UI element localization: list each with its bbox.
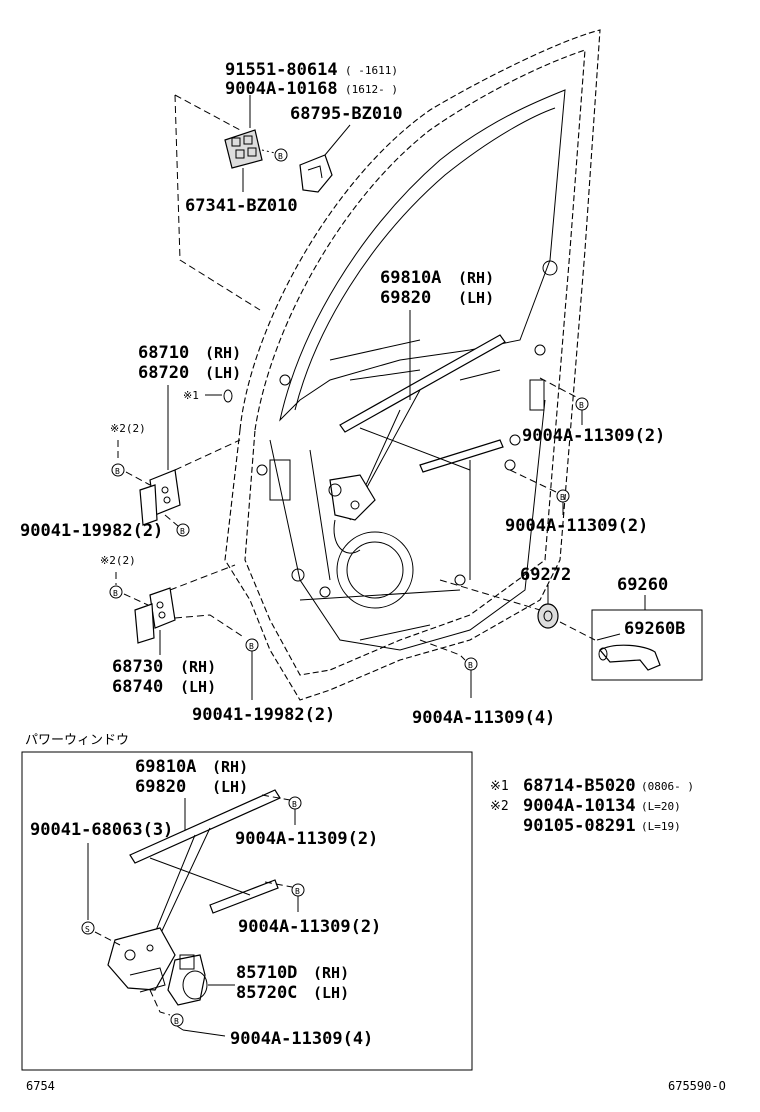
- upper-hinge[interactable]: [139, 469, 181, 526]
- part-number-68730[interactable]: 68730: [112, 657, 163, 677]
- notes-block: ※1 68714-B5020 (0806- ) ※2 9004A-10134 (…: [490, 776, 694, 836]
- part-number-9004A-11309[interactable]: 9004A-11309(2): [238, 917, 381, 937]
- part-number-90041-19982[interactable]: 90041-19982(2): [192, 705, 335, 725]
- side-lh: (LH): [212, 778, 248, 796]
- part-number-85720C[interactable]: 85720C: [236, 983, 297, 1003]
- note-top1: ( -1611): [345, 64, 398, 77]
- part-number-90105-08291[interactable]: 90105-08291: [523, 816, 636, 836]
- part-number-9004A-10168[interactable]: 9004A-10168: [225, 79, 338, 99]
- part-number-67341-BZ010[interactable]: 67341-BZ010: [185, 196, 298, 216]
- b-mark: B: [174, 1017, 179, 1026]
- part-number-91551-80614[interactable]: 91551-80614: [225, 60, 338, 80]
- side-rh: (RH): [180, 658, 216, 676]
- door-panel-outline: [224, 29, 601, 701]
- part-number-69820[interactable]: 69820: [380, 288, 431, 308]
- part-number-68714-B5020[interactable]: 68714-B5020: [523, 776, 636, 796]
- part-number-9004A-11309[interactable]: 9004A-11309(2): [235, 829, 378, 849]
- part-number-68720[interactable]: 68720: [138, 363, 189, 383]
- power-window-title: パワーウィンドウ: [25, 733, 129, 748]
- window-regulator-assembly[interactable]: [328, 334, 506, 554]
- side-rh: (RH): [313, 964, 349, 982]
- crank-handle[interactable]: [598, 644, 661, 671]
- lower-hinge[interactable]: [134, 587, 176, 644]
- part-number-69272[interactable]: 69272: [520, 565, 571, 585]
- part-number-68795-BZ010[interactable]: 68795-BZ010: [290, 104, 403, 124]
- cover-68795[interactable]: [299, 154, 333, 193]
- part-number-69260[interactable]: 69260: [617, 575, 668, 595]
- b-mark: B: [115, 467, 120, 476]
- note-mark: ※2: [490, 799, 509, 814]
- b-mark: B: [292, 800, 297, 809]
- part-number-68740[interactable]: 68740: [112, 677, 163, 697]
- b-mark: B: [278, 152, 283, 161]
- part-number-9004A-11309[interactable]: 9004A-11309(2): [522, 426, 665, 446]
- s-mark: S: [85, 925, 90, 934]
- side-lh: (LH): [313, 984, 349, 1002]
- part-number-69810A[interactable]: 69810A: [380, 268, 441, 288]
- note1-reference: ※1: [183, 389, 199, 402]
- side-rh: (RH): [458, 269, 494, 287]
- part-number-9004A-11309[interactable]: 9004A-11309(4): [412, 708, 555, 728]
- part-number-68710[interactable]: 68710: [138, 343, 189, 363]
- side-lh: (LH): [458, 289, 494, 307]
- b-mark: B: [180, 527, 185, 536]
- power-window-box: [21, 751, 473, 1071]
- power-window-regulator[interactable]: [107, 789, 281, 993]
- b-circle-mark: [274, 148, 288, 162]
- b-mark: B: [113, 589, 118, 598]
- part-number-69260B[interactable]: 69260B: [624, 619, 685, 639]
- note-condition: (0806- ): [641, 780, 694, 793]
- crank-group-box: [591, 609, 703, 681]
- part-number-69810A[interactable]: 69810A: [135, 757, 196, 777]
- footer-figure-code: 675590-O: [668, 1079, 726, 1093]
- part-number-85710D[interactable]: 85710D: [236, 963, 297, 983]
- part-number-90041-19982[interactable]: 90041-19982(2): [20, 521, 163, 541]
- note2-reference: ※2(2): [100, 554, 136, 567]
- note-top2: (1612- ): [345, 83, 398, 96]
- crank-seat-69272[interactable]: [537, 603, 559, 629]
- note2-reference: ※2(2): [110, 422, 146, 435]
- part-number-9004A-11309[interactable]: 9004A-11309(4): [230, 1029, 373, 1049]
- side-rh: (RH): [212, 758, 248, 776]
- part-number-9004A-10134[interactable]: 9004A-10134: [523, 796, 636, 816]
- part-number-90041-68063[interactable]: 90041-68063(3): [30, 820, 173, 840]
- b-mark: B: [579, 401, 584, 410]
- b-mark: B: [249, 642, 254, 651]
- part-number-69820[interactable]: 69820: [135, 777, 186, 797]
- side-rh: (RH): [205, 344, 241, 362]
- clip-67341[interactable]: [224, 129, 263, 169]
- side-lh: (LH): [205, 364, 241, 382]
- power-window-motor[interactable]: [167, 954, 208, 1006]
- b-mark: B: [560, 493, 565, 502]
- note-condition: (L=19): [641, 820, 681, 833]
- footer-page-code: 6754: [26, 1079, 55, 1093]
- note-mark: ※1: [490, 779, 509, 794]
- side-lh: (LH): [180, 678, 216, 696]
- b-mark: B: [295, 887, 300, 896]
- b-mark: B: [468, 661, 473, 670]
- part-number-9004A-11309[interactable]: 9004A-11309(2): [505, 516, 648, 536]
- note-condition: (L=20): [641, 800, 681, 813]
